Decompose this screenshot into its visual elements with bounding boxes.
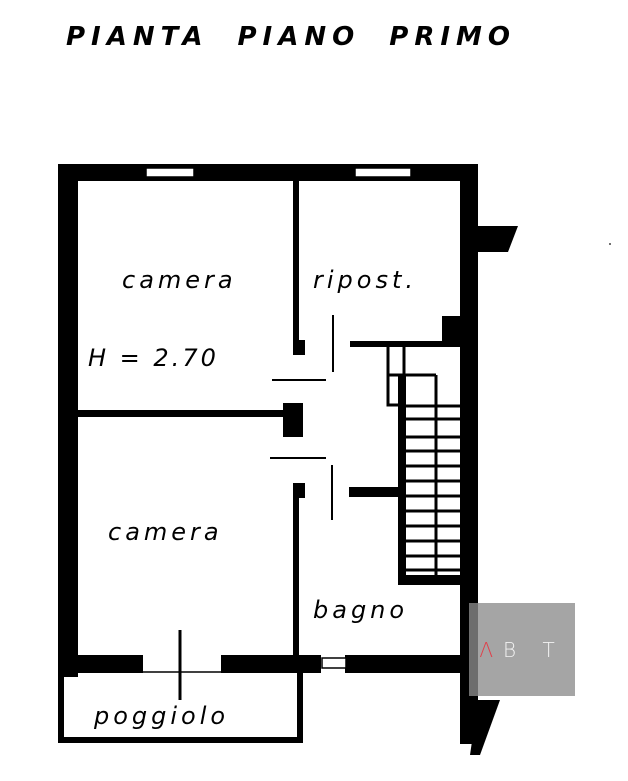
room-label-camera-2: camera [108, 518, 223, 546]
watermark-letters: B T [503, 637, 565, 662]
stair-treads [404, 404, 460, 572]
room-label-bagno: bagno [313, 596, 409, 624]
room-label-poggiolo: poggiolo [94, 702, 230, 730]
watermark-a-glyph: Λ [479, 637, 503, 662]
wall-south-left [58, 655, 143, 673]
plan-title: PIANTA PIANO PRIMO [66, 22, 516, 52]
room-label-camera-1: camera [122, 266, 237, 294]
wall-north [58, 164, 478, 181]
wall-south-right [345, 655, 465, 673]
abt-watermark-logo: Λ B T [469, 603, 575, 696]
ceiling-height-annotation: H = 2.70 [88, 344, 219, 372]
wall-south-mid [221, 655, 321, 673]
wall-west [58, 164, 78, 677]
room-label-ripostiglio: ripost. [313, 266, 417, 294]
wall-east [460, 164, 478, 744]
